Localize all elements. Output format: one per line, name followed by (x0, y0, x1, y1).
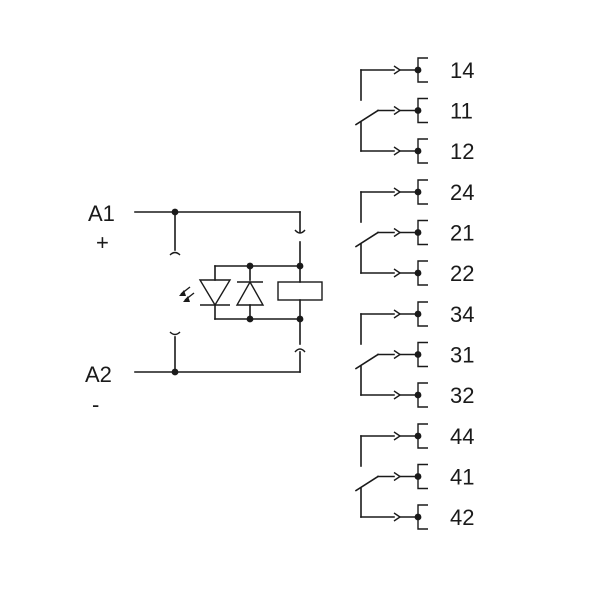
terminal-label-nc: 32 (450, 383, 474, 408)
terminal-bracket-icon (417, 179, 428, 205)
relay-coil-icon (277, 281, 323, 301)
switch-blade (354, 109, 380, 126)
a1-label: A1 (88, 201, 115, 226)
terminal-bracket-icon (417, 382, 428, 408)
coil-circuit: A1 + A2 - (85, 201, 323, 417)
contact-group: 14 11 12 (354, 57, 474, 164)
led-icon (179, 279, 232, 307)
terminal-arrow-icon (393, 349, 402, 360)
contact-group: 44 41 42 (354, 423, 474, 530)
freewheel-diode-icon (235, 280, 265, 306)
terminal-bracket-icon (417, 57, 428, 83)
a2-branch-terminal (169, 331, 181, 336)
terminal-arrow-icon (393, 105, 402, 116)
terminal-arrow-icon (393, 512, 402, 522)
terminal-label-common: 41 (450, 465, 474, 490)
terminal-label-no: 34 (450, 302, 474, 327)
a2-label: A2 (85, 362, 112, 387)
terminal-arrow-icon (393, 390, 402, 400)
coil-bottom-connector (294, 348, 306, 353)
terminal-arrow-icon (393, 146, 402, 156)
terminal-arrow-icon (393, 309, 402, 319)
terminal-arrow-icon (393, 187, 402, 197)
terminal-bracket-icon (417, 219, 428, 246)
terminal-arrow-icon (393, 227, 402, 238)
terminal-bracket-icon (417, 260, 428, 286)
terminal-label-nc: 12 (450, 139, 474, 164)
terminal-arrow-icon (393, 268, 402, 278)
terminal-label-nc: 22 (450, 261, 474, 286)
terminal-bracket-icon (417, 301, 428, 327)
terminal-arrow-icon (393, 471, 402, 482)
terminal-label-common: 31 (450, 343, 474, 368)
terminal-bracket-icon (417, 138, 428, 164)
contact-group: 24 21 22 (354, 179, 474, 286)
terminal-bracket-icon (417, 504, 428, 530)
a1-polarity: + (96, 230, 109, 255)
a2-polarity: - (92, 392, 99, 417)
terminal-bracket-icon (417, 423, 428, 449)
terminal-bracket-icon (417, 97, 428, 124)
terminal-arrow-icon (393, 65, 402, 75)
terminal-arrow-icon (393, 431, 402, 441)
terminal-label-common: 21 (450, 221, 474, 246)
parallel-bottom-dot (246, 315, 254, 323)
terminal-label-no: 44 (450, 424, 474, 449)
switch-blade (354, 231, 380, 248)
switch-blade (354, 475, 380, 492)
terminal-label-no: 14 (450, 58, 474, 83)
switch-blade (354, 353, 380, 370)
a1-branch-terminal (169, 251, 181, 256)
terminal-label-common: 11 (450, 99, 473, 124)
terminal-label-nc: 42 (450, 505, 474, 530)
contact-groups: 14 11 12 24 21 22 34 31 32 44 41 42 (354, 57, 474, 530)
coil-top-connector (294, 229, 306, 234)
contact-group: 34 31 32 (354, 301, 474, 408)
terminal-label-no: 24 (450, 180, 474, 205)
terminal-bracket-icon (417, 341, 428, 368)
terminal-bracket-icon (417, 463, 428, 490)
